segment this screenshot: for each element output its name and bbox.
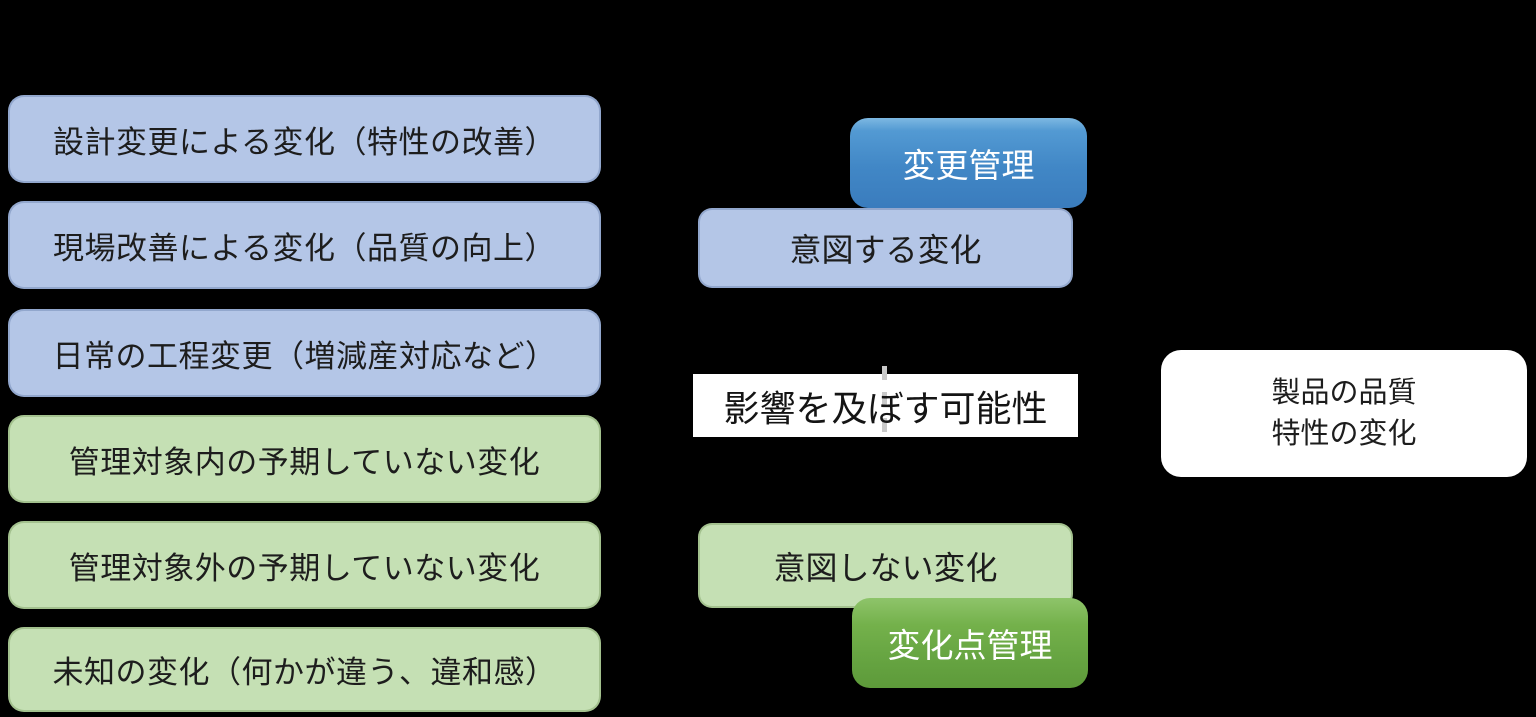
change-source-label: 管理対象内の予期していない変化: [68, 444, 541, 480]
change-source-label: 日常の工程変更（増減産対応など）: [52, 338, 557, 374]
impact-possibility-label: 影響を及ぼす可能性: [723, 387, 1048, 429]
unintended-change-label: 意図しない変化: [773, 549, 998, 586]
dashed-connector-line: [882, 366, 887, 444]
change-source-box-daily-process-change: 日常の工程変更（増減産対応など）: [8, 309, 601, 397]
product-quality-line2: 特性の変化: [1271, 417, 1417, 450]
change-source-box-unknown-change: 未知の変化（何かが違う、違和感）: [8, 627, 601, 712]
product-quality-result-box: 製品の品質 特性の変化: [1161, 350, 1527, 477]
change-source-box-unexpected-in-scope: 管理対象内の予期していない変化: [8, 415, 601, 503]
intended-change-label: 意図する変化: [789, 232, 982, 268]
unintended-change-box: 意図しない変化: [698, 523, 1073, 608]
change-source-label: 現場改善による変化（品質の向上）: [52, 230, 557, 266]
impact-possibility-box: 影響を及ぼす可能性: [693, 374, 1078, 437]
change-control-label: 変更管理: [902, 147, 1035, 184]
change-source-label: 未知の変化（何かが違う、違和感）: [52, 655, 557, 690]
product-quality-line1: 製品の品質: [1271, 376, 1417, 409]
change-source-box-site-improvement: 現場改善による変化（品質の向上）: [8, 201, 601, 289]
change-control-box: 変更管理: [850, 118, 1087, 208]
change-source-label: 管理対象外の予期していない変化: [68, 550, 541, 586]
intended-change-box: 意図する変化: [698, 208, 1073, 288]
change-point-control-box: 変化点管理: [852, 598, 1088, 688]
change-source-box-design-change: 設計変更による変化（特性の改善）: [8, 95, 601, 183]
change-source-label: 設計変更による変化（特性の改善）: [52, 124, 557, 160]
change-source-box-unexpected-out-of-scope: 管理対象外の予期していない変化: [8, 521, 601, 609]
change-point-control-label: 変化点管理: [887, 627, 1053, 664]
